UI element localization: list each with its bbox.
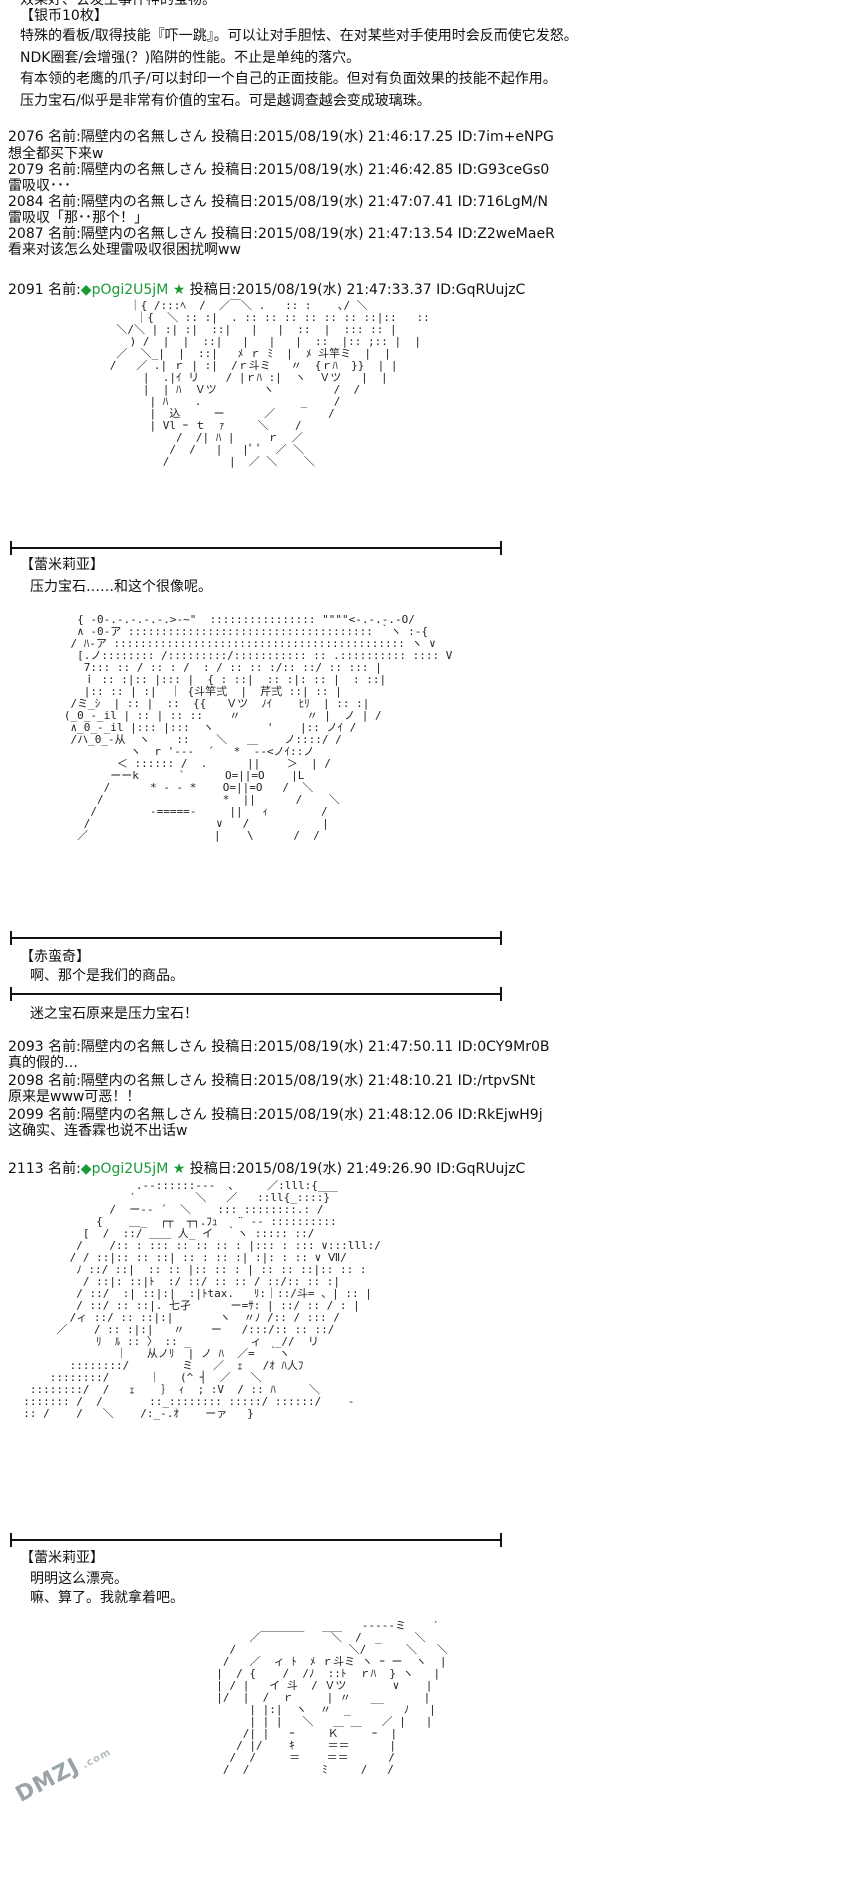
post-header: 2099 名前:隔壁内の名無しさん 投稿日:2015/08/19(水) 21:4… [8,1107,543,1123]
post-body: 原来是www可恶！！ [8,1089,141,1105]
ascii-art-remilia-1: ｜{ /:::ﾍ / ／￣＼ . :: : ､/ ＼ ｜{ ＼ :: :| . … [109,299,430,468]
dialog-line: 嘛、算了。我就拿着吧。 [30,1590,184,1606]
post-header: 2076 名前:隔壁内の名無しさん 投稿日:2015/08/19(水) 21:4… [8,129,554,145]
post-body: 想全都买下来w [8,146,104,162]
speaker-label: 【蕾米莉亚】 [20,557,104,573]
post-header: 2079 名前:隔壁内の名無しさん 投稿日:2015/08/19(水) 21:4… [8,162,550,178]
dialog-line: 压力宝石……和这个很像呢。 [30,579,212,595]
dialog-line: 明明这么漂亮。 [30,1571,128,1587]
divider [10,931,502,945]
ascii-art-remilia-3: .--::::::--‐ ､ ／:lll:{___ ′ ＼ ／ ::ll{_::… [23,1179,381,1420]
divider [10,541,502,555]
divider [10,1533,502,1547]
ascii-art-remilia-2: { -0-.-.-.-.-.>‐~" :::::::::::::::: """"… [63,613,453,842]
author-trip: ◆pOgi2U5jM ★ [80,1161,186,1177]
post-header: 2084 名前:隔壁内の名無しさん 投稿日:2015/08/19(水) 21:4… [8,194,548,210]
post-header: 2087 名前:隔壁内の名無しさん 投稿日:2015/08/19(水) 21:4… [8,226,555,242]
post-body: 雷吸収･･･ [8,178,71,194]
post-header: 2098 名前:隔壁内の名無しさん 投稿日:2015/08/19(水) 21:4… [8,1073,536,1089]
speaker-label: 【赤蛮奇】 [20,949,90,965]
post-number: 2113 名前: [8,1161,81,1177]
dialog-line: 啊、那个是我们的商品。 [30,968,184,984]
intro-heading: 【银币10枚】 [20,8,108,24]
post-meta: 投稿日:2015/08/19(水) 21:49:26.90 ID:GqRUujz… [185,1161,526,1177]
watermark-logo: DMZJ.com [11,1746,114,1808]
post-body: 真的假的… [8,1055,78,1071]
author-trip: ◆pOgi2U5jM ★ [80,282,186,298]
post-body: 看来对该怎么处理雷吸収很困扰啊ww [8,242,241,258]
intro-line-3: 有本领的老鹰的爪子/可以封印一个自己的正面技能。但对有负面效果的技能不起作用。 [20,71,557,87]
divider [10,987,502,1001]
speaker-label: 【蕾米莉亚】 [20,1550,104,1566]
post-meta: 投稿日:2015/08/19(水) 21:47:33.37 ID:GqRUujz… [185,282,526,298]
intro-line-4: 压力宝石/似乎是非常有价值的宝石。可是越调查越会变成玻璃珠。 [20,93,431,109]
ascii-art-remilia-4: ___ -‐-‐-ミ ′ ／￣￣￣￣ ＼ / _ ＼ / ＼/ ＼ ＼ / ／ … [216,1619,448,1776]
intro-line-1: 特殊的看板/取得技能『吓一跳』。可以让对手胆怯、在对某些对手使用时会反而使它发怒… [20,28,578,44]
narration-line: 迷之宝石原来是压力宝石！ [30,1006,198,1022]
intro-cut-line: 效果好、会发生事件神的宝物。 [20,0,216,8]
intro-line-2: NDK圈套/会增强(？)陷阱的性能。不止是单纯的落穴。 [20,50,361,66]
post-body: 这确实、连香霖也说不出话w [8,1123,188,1139]
author-post-header: 2091 名前:◆pOgi2U5jM ★ 投稿日:2015/08/19(水) 2… [8,282,525,298]
post-number: 2091 名前: [8,282,81,298]
post-header: 2093 名前:隔壁内の名無しさん 投稿日:2015/08/19(水) 21:4… [8,1039,550,1055]
post-body: 雷吸収「那･･那个！」 [8,210,148,226]
author-post-header: 2113 名前:◆pOgi2U5jM ★ 投稿日:2015/08/19(水) 2… [8,1161,525,1177]
